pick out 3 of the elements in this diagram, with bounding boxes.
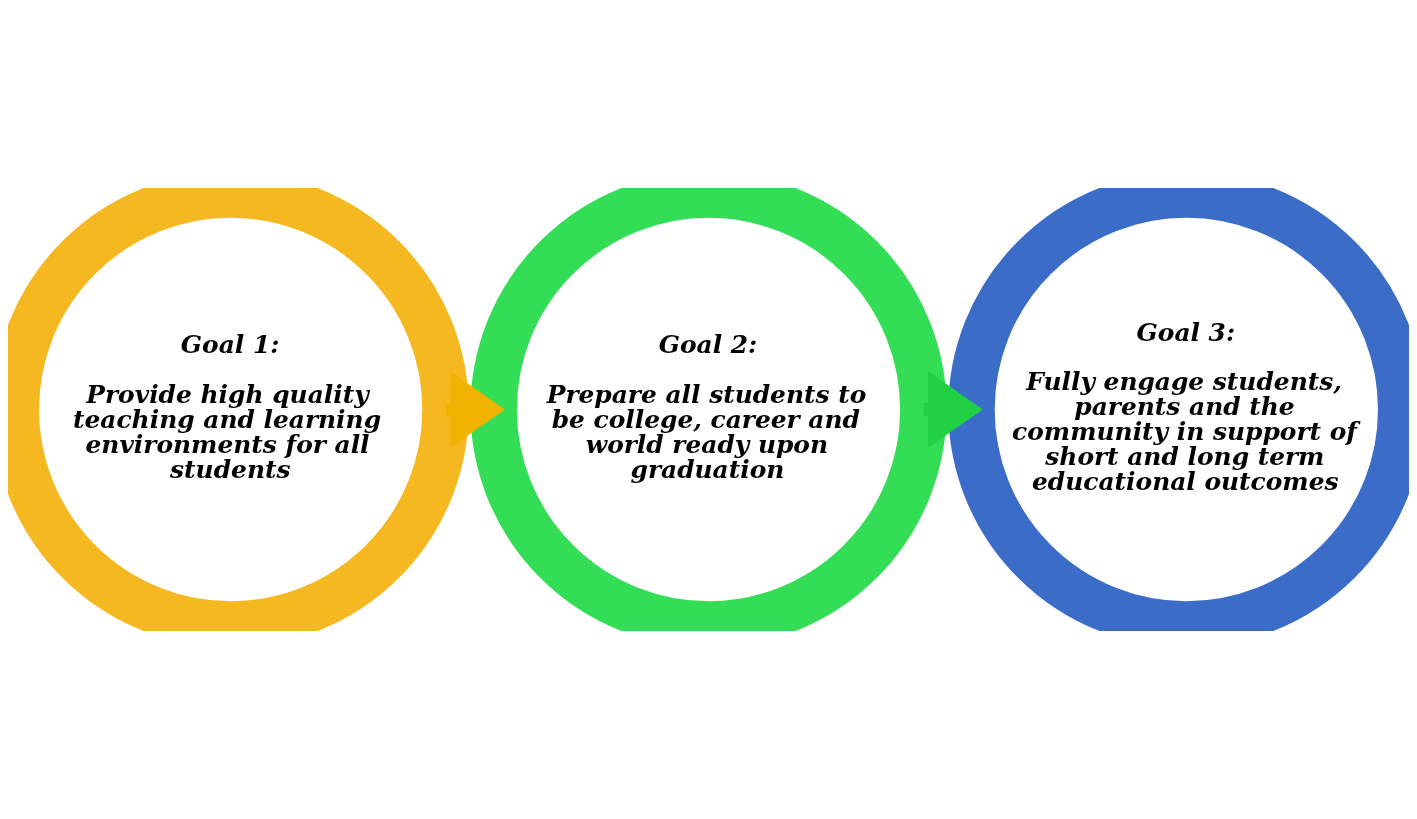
node-circle: Goal 2: Prepare all students to be college, career and world ready upon graduation (470, 188, 947, 631)
node-circle: Goal 3: Fully engage students, parents and the community in support of short and long term educational outcomes (948, 188, 1409, 631)
node-circle: Goal 1: Provide high quality teaching and learning environments for all students (8, 188, 469, 631)
